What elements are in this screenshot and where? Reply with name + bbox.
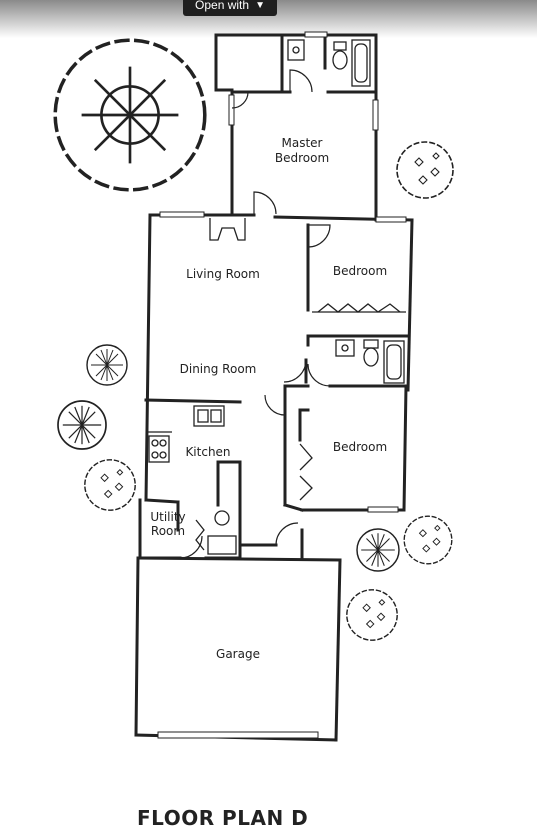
shrub-icon [84,459,136,511]
bush-icon [57,400,107,450]
room-label-living-room: Living Room [186,267,260,281]
closet-icon [299,443,313,471]
water-heater-icon [207,535,237,555]
doors [179,69,331,559]
fixtures [146,39,406,555]
room-label-bedroom-2: Bedroom [333,440,387,454]
toilet-tank-icon [333,41,347,51]
fireplace-icon [209,218,246,241]
toilet-tank-icon [363,339,379,349]
plan-title: FLOOR PLAN D [137,806,309,830]
sink-icon [335,339,355,357]
sink-icon [287,39,305,61]
bathtub-icon [351,39,371,87]
kitchen-sink-icon [193,405,225,427]
bush-icon [86,344,128,386]
open-with-label: Open with [195,0,250,12]
landscaping [53,38,454,641]
large-tree-icon [53,38,207,192]
chevron-down-icon: ▼ [255,0,265,11]
shrub-icon [346,589,398,641]
windows [157,31,407,739]
shrub-icon [396,141,454,199]
room-label-utility-room: Utility [150,510,185,524]
shrub-icon [403,515,453,565]
room-label-master-bedroom: Master [282,136,323,150]
bathtub-icon [383,340,405,384]
bush-icon [356,528,400,572]
room-label-master-bedroom-line2: Bedroom [275,151,329,165]
room-label-bedroom-1: Bedroom [333,264,387,278]
stove-icon [148,435,170,463]
room-label-kitchen: Kitchen [185,445,230,459]
open-with-button[interactable]: Open with ▼ [183,0,277,16]
washer-icon [214,510,230,526]
room-label-dining-room: Dining Room [180,362,257,376]
room-label-garage: Garage [216,647,260,661]
toilet-icon [332,50,348,70]
toilet-icon [363,347,379,367]
room-label-utility-room-line2: Room [151,524,185,538]
sink-drain-icon [292,46,300,54]
